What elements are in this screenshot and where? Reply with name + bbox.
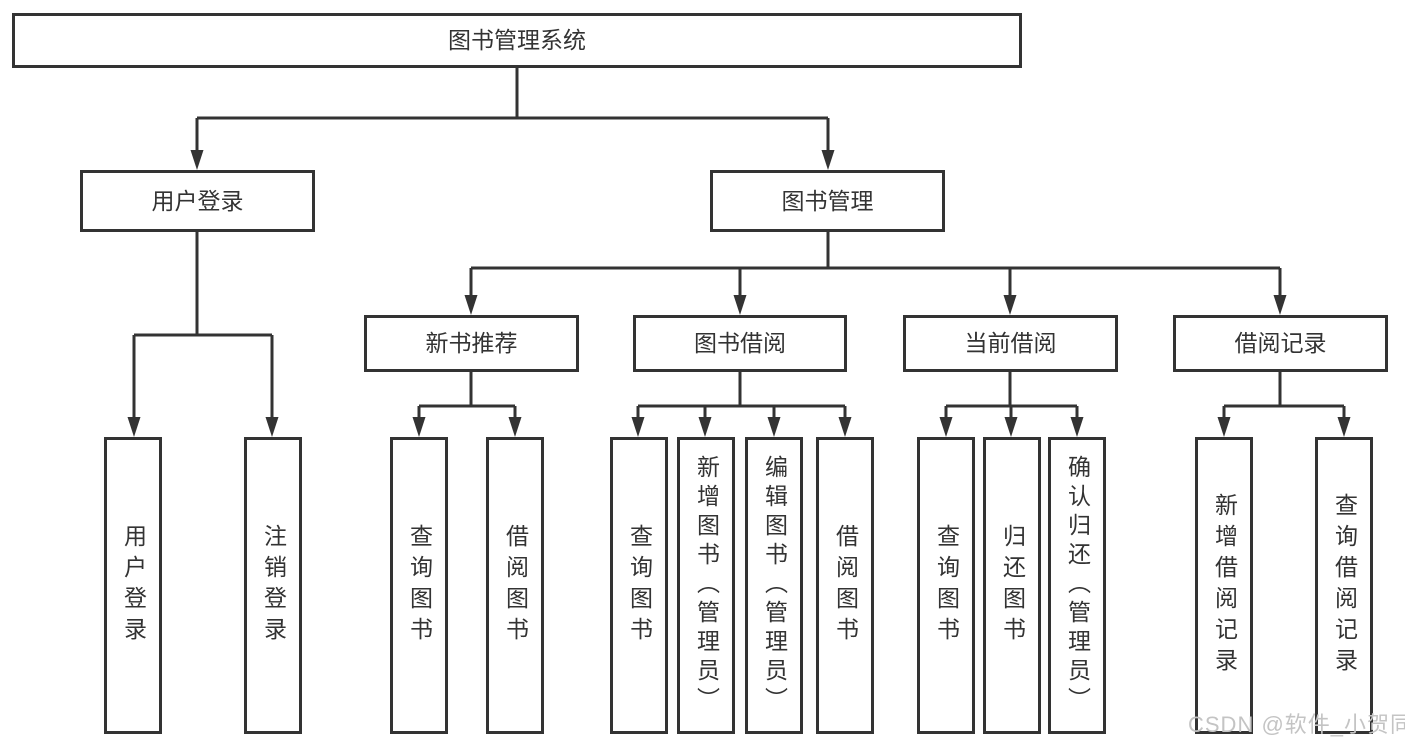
leaf-query-books-current: 查询图书 [917, 437, 975, 734]
leaf-borrow-books-borrowing: 借阅图书 [816, 437, 874, 734]
leaf-confirm-return-admin: 确认归还（管理员） [1048, 437, 1106, 734]
node-new-book-recommendation: 新书推荐 [364, 315, 579, 372]
leaf-query-books-borrowing: 查询图书 [610, 437, 668, 734]
connector-new-book [417, 372, 517, 419]
leaf-query-borrow-record: 查询借阅记录 [1315, 437, 1373, 734]
node-book-management: 图书管理 [710, 170, 945, 232]
node-book-borrowing: 图书借阅 [633, 315, 847, 372]
connector-borrow-rec [1222, 372, 1346, 419]
leaf-user-login: 用户登录 [104, 437, 162, 734]
connector-user-login [132, 232, 274, 419]
leaf-add-borrow-record: 新增借阅记录 [1195, 437, 1253, 734]
node-borrowing-records: 借阅记录 [1173, 315, 1388, 372]
leaf-query-books-recommend: 查询图书 [390, 437, 448, 734]
leaf-logout: 注销登录 [244, 437, 302, 734]
node-library-management-system: 图书管理系统 [12, 13, 1022, 68]
leaf-borrow-books-recommend: 借阅图书 [486, 437, 544, 734]
node-user-login: 用户登录 [80, 170, 315, 232]
connector-book-mgmt [469, 232, 1282, 297]
leaf-edit-books-admin: 编辑图书（管理员） [745, 437, 803, 734]
arrowheads [127, 150, 1351, 437]
connector-cur-borrow [944, 372, 1079, 419]
connector-book-borrow [636, 372, 847, 419]
connector-root-trunk [195, 68, 830, 152]
leaf-return-books: 归还图书 [983, 437, 1041, 734]
node-current-borrowing: 当前借阅 [903, 315, 1118, 372]
leaf-add-books-admin: 新增图书（管理员） [677, 437, 735, 734]
